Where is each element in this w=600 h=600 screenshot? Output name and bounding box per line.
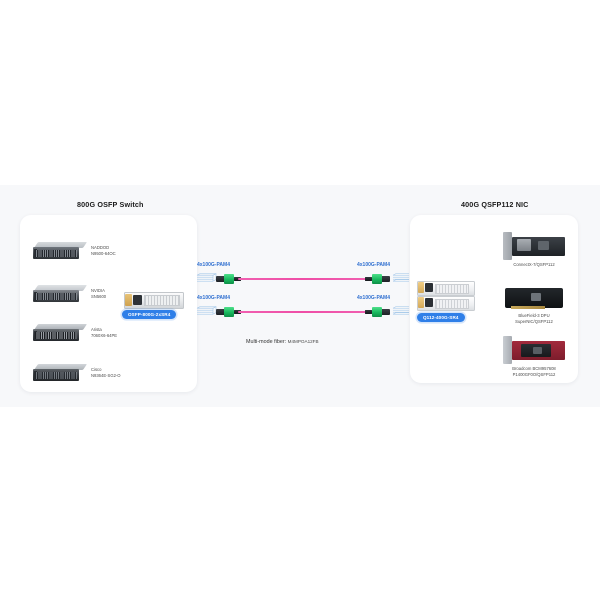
switch-list-item[interactable]: NVIDIA SN5600 [33, 283, 106, 305]
switch-model-label: Cisco N9364E-SG2-O [91, 366, 121, 378]
switch-device-image [33, 362, 88, 384]
osfp-part-number-badge[interactable]: OSFP-800G-2xSR4 [122, 310, 177, 320]
nic-model-label: BlueField-3 DPU SuperNIC/QSFP112 [515, 313, 553, 325]
fiber-caption: Multi-mode fiber: M4MPOA12FB [246, 339, 319, 345]
mpo-connector-left [216, 274, 242, 285]
ribbon-fiber-icon [392, 273, 409, 282]
ribbon-fiber-icon [196, 306, 217, 315]
fiber-strand [238, 278, 368, 281]
fiber-label-top-right: 4x100G-PAM4 [357, 262, 390, 268]
switch-model-label: Arista 7060X6-64PE [91, 326, 118, 338]
section-heading-switch: 800G OSFP Switch [77, 200, 144, 209]
latch-icon [425, 298, 433, 307]
switch-device-image [33, 240, 88, 262]
qsfp112-part-number-badge[interactable]: Q112-400G-SR4 [417, 313, 465, 323]
nic-list-item[interactable]: BlueField-3 DPU SuperNIC/QSFP112 [498, 285, 570, 326]
fiber-strand [238, 311, 368, 314]
switch-model-label: NADDOD N9500-64OC [91, 244, 116, 256]
connectx-7-card-image [503, 232, 565, 260]
qsfp112-transceiver-bottom [417, 296, 475, 311]
osfp-transceiver-image [124, 292, 184, 309]
fiber-label-bottom-right: 4x100G-PAM4 [357, 295, 390, 301]
fiber-label-bottom-left: 4x100G-PAM4 [197, 295, 230, 301]
switch-list-item[interactable]: NADDOD N9500-64OC [33, 240, 116, 262]
gold-connector-icon [418, 297, 424, 308]
ribbon-fiber-icon [196, 273, 217, 282]
switch-list-item[interactable]: Arista 7060X6-64PE [33, 322, 117, 344]
port-slots-icon [435, 298, 469, 309]
switch-device-image [33, 283, 88, 305]
gold-connector-icon [125, 293, 132, 306]
fiber-part-number: M4MPOA12FB [287, 339, 319, 344]
nic-list-item[interactable]: Broadcom BCM957608 P1400GF0O/QSFP112 [498, 336, 570, 379]
fiber-cable-top [196, 272, 410, 286]
switch-list-item[interactable]: Cisco N9364E-SG2-O [33, 362, 121, 384]
mpo-connector-left [216, 307, 242, 318]
nic-model-label: ConnectX-7/QSFP112 [513, 262, 555, 267]
gold-connector-icon [418, 282, 424, 293]
port-slots-icon [144, 295, 180, 306]
nic-model-label: Broadcom BCM957608 P1400GF0O/QSFP112 [512, 366, 556, 378]
bluefield-3-card-image [503, 285, 565, 311]
qsfp112-transceiver-top [417, 281, 475, 296]
fiber-cable-bottom [196, 305, 410, 319]
broadcom-bcm957608-card-image [503, 336, 565, 364]
ribbon-fiber-icon [392, 306, 409, 315]
fiber-caption-prefix: Multi-mode fiber: [246, 339, 287, 345]
latch-icon [425, 283, 433, 292]
nic-list-item[interactable]: ConnectX-7/QSFP112 [498, 232, 570, 268]
port-slots-icon [435, 283, 469, 294]
mpo-connector-right [364, 274, 390, 285]
fiber-label-top-left: 4x100G-PAM4 [197, 262, 230, 268]
section-heading-nic: 400G QSFP112 NIC [461, 200, 529, 209]
mpo-connector-right [364, 307, 390, 318]
latch-icon [133, 294, 142, 305]
switch-model-label: NVIDIA SN5600 [91, 287, 107, 299]
switch-device-image [33, 322, 88, 344]
